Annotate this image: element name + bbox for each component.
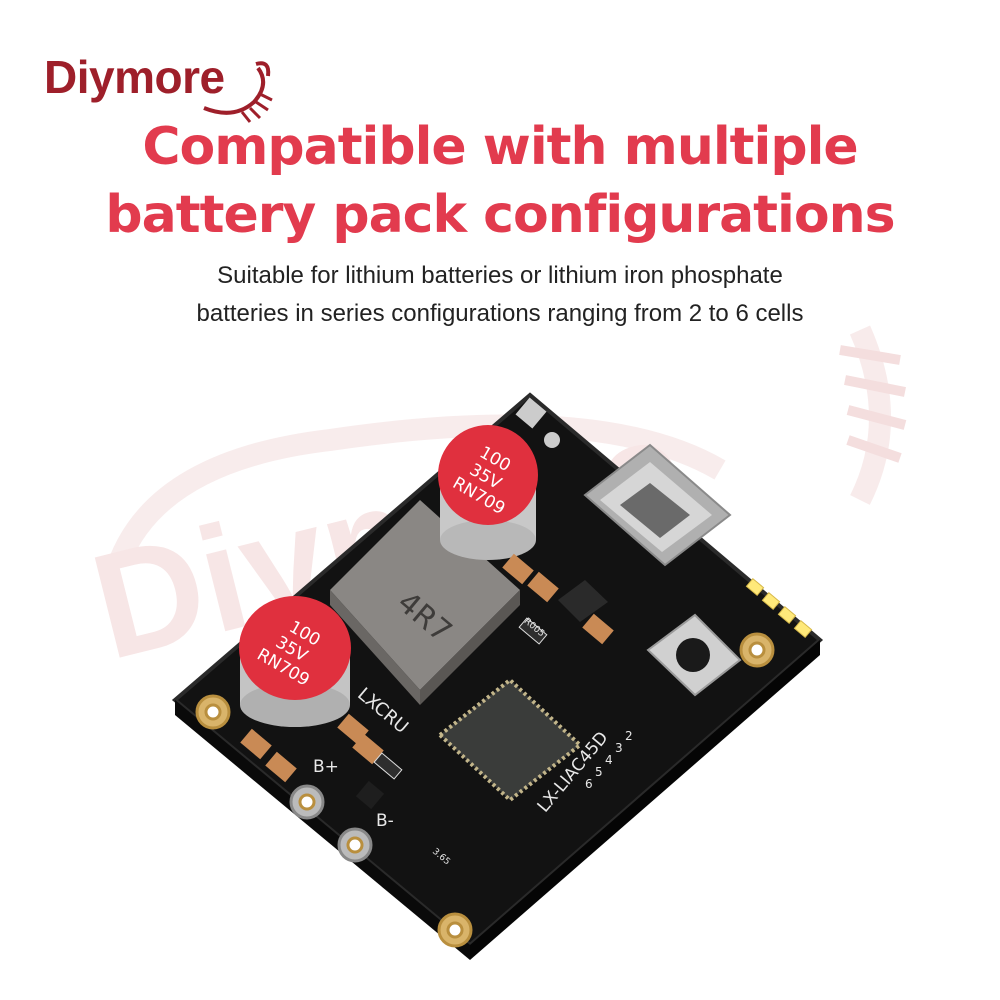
cell-number-5: 5 [595, 765, 603, 779]
brand-name: Diymore [44, 51, 225, 103]
smd-components [240, 553, 614, 810]
cell-number-6: 6 [585, 777, 593, 791]
headline-line-2: battery pack configurations [105, 185, 895, 245]
cell-number-2: 2 [625, 729, 633, 743]
mcu-chip [436, 677, 584, 803]
brand-logo: Diymore [44, 44, 284, 123]
tactile-button [646, 613, 742, 697]
small-ic [558, 580, 608, 622]
usb-c-port [583, 443, 732, 567]
cell-number-3: 3 [615, 741, 623, 755]
mounting-holes [195, 632, 775, 948]
capacitor-top: 100 35V RN709 [438, 425, 538, 560]
cell-number-4: 4 [605, 753, 613, 767]
header-pads [515, 397, 560, 448]
product-board-illustration: 4R7 100 35V RN709 100 35V RN709 [171, 392, 824, 960]
status-leds [745, 577, 813, 639]
pin-b-plus: B+ [313, 757, 339, 777]
pin-b-minus: B- [376, 811, 394, 831]
capacitor-left: 100 35V RN709 [239, 596, 351, 727]
brand-swoosh-icon [203, 61, 273, 123]
headline-line-1: Compatible with multiple [142, 117, 858, 177]
subtitle-line-2: batteries in series configurations rangi… [196, 300, 804, 327]
subtitle-line-1: Suitable for lithium batteries or lithiu… [217, 262, 783, 289]
